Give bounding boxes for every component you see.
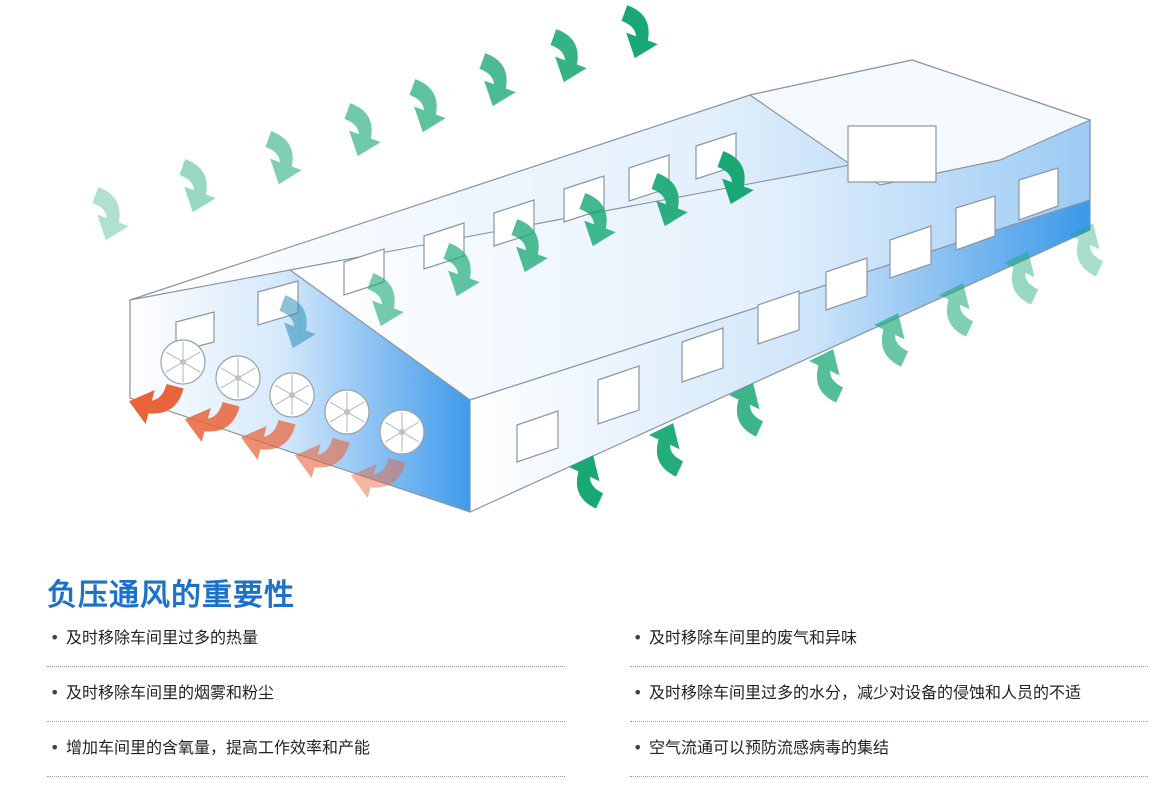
bullet-icon: •: [50, 683, 60, 702]
fan-icon: [215, 355, 261, 401]
list-item-text: 及时移除车间里过多的热量: [66, 628, 259, 647]
list-item-text: 及时移除车间里的烟雾和粉尘: [66, 683, 275, 702]
bullet-icon: •: [50, 628, 60, 647]
list-item-text: 空气流通可以预防流感病毒的集结: [649, 738, 890, 757]
green-intake-arrow-icon: [469, 53, 525, 112]
fan-icon: [160, 339, 206, 385]
list-item: • 及时移除车间里的废气和异味: [630, 612, 1148, 667]
rear-door: [847, 125, 937, 183]
green-intake-arrow-icon: [255, 131, 311, 190]
bullet-icon: •: [633, 683, 643, 702]
list-item: • 空气流通可以预防流感病毒的集结: [630, 722, 1148, 777]
list-item: • 及时移除车间里过多的水分，减少对设备的侵蚀和人员的不适: [630, 667, 1148, 722]
green-intake-arrow-icon: [611, 5, 667, 64]
green-intake-arrow-icon: [540, 29, 596, 88]
fan-icon: [269, 372, 315, 418]
bullet-icon: •: [633, 738, 643, 757]
bullet-icon: •: [633, 628, 643, 647]
bullet-icon: •: [50, 738, 60, 757]
side-windows: [516, 167, 1059, 463]
green-intake-arrow-icon: [82, 187, 138, 246]
list-item-text: 及时移除车间里过多的水分，减少对设备的侵蚀和人员的不适: [649, 683, 1082, 702]
green-intake-arrow-icon: [169, 159, 225, 218]
green-intake-arrow-icon: [399, 79, 455, 138]
list-item-text: 增加车间里的含氧量，提高工作效率和产能: [66, 738, 371, 757]
green-intake-arrow-icon: [334, 103, 390, 162]
fan-icon: [324, 389, 370, 435]
list-item-text: 及时移除车间里的废气和异味: [649, 628, 858, 647]
fan-icon: [379, 409, 425, 455]
list-item: • 增加车间里的含氧量，提高工作效率和产能: [47, 722, 565, 777]
negative-pressure-ventilation-diagram: [82, 5, 1116, 513]
benefits-list-left: • 及时移除车间里过多的热量 • 及时移除车间里的烟雾和粉尘 • 增加车间里的含氧量，…: [47, 612, 565, 777]
benefits-list-right: • 及时移除车间里的废气和异味 • 及时移除车间里过多的水分，减少对设备的侵蚀和人员…: [630, 612, 1148, 777]
section-heading: 负压通风的重要性: [47, 578, 295, 613]
list-item: • 及时移除车间里过多的热量: [47, 612, 565, 667]
list-item: • 及时移除车间里的烟雾和粉尘: [47, 667, 565, 722]
